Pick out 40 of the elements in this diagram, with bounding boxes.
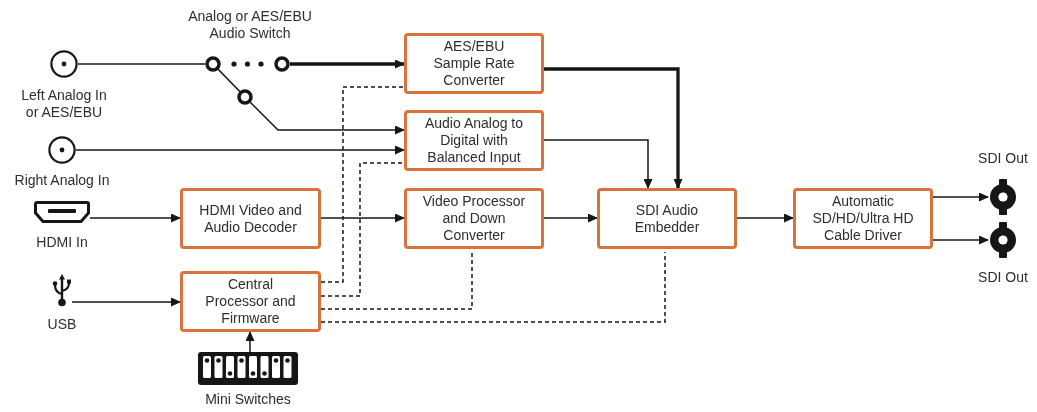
port-label: SDI Out bbox=[978, 269, 1028, 286]
process-label: SDI Audio Embedder bbox=[633, 201, 701, 236]
process-box bbox=[180, 188, 321, 249]
port-label: HDMI In bbox=[36, 234, 88, 251]
arrow bbox=[544, 67, 683, 189]
port-label: USB bbox=[47, 316, 77, 333]
process-box bbox=[597, 188, 737, 249]
process-box bbox=[404, 33, 544, 94]
process-label: AES/EBU Sample Rate Converter bbox=[432, 38, 516, 89]
port-label: Right Analog In bbox=[14, 172, 110, 189]
arrow bbox=[543, 139, 653, 189]
connector-line bbox=[77, 63, 206, 65]
arrow bbox=[736, 213, 794, 223]
port-label: Left Analog In or AES/EBU bbox=[20, 87, 108, 121]
arrow bbox=[245, 331, 255, 353]
switch-label: Analog or AES/EBU Audio Switch bbox=[187, 8, 313, 42]
process-label: Audio Analog to Digital with Balanced Input bbox=[423, 115, 525, 166]
process-label: HDMI Video and Audio Decoder bbox=[198, 201, 303, 236]
arrow bbox=[249, 101, 405, 135]
dashed-connector-line bbox=[320, 86, 405, 283]
arrow bbox=[75, 145, 405, 155]
arrow bbox=[543, 213, 598, 223]
arrow bbox=[89, 213, 181, 223]
process-label: Video Processor and Down Converter bbox=[421, 193, 527, 244]
dashed-connector-line bbox=[320, 251, 473, 310]
arrow bbox=[290, 59, 405, 69]
arrow bbox=[932, 235, 989, 245]
dashed-connector-line bbox=[320, 251, 666, 323]
arrow bbox=[320, 213, 405, 223]
port-label: SDI Out bbox=[978, 150, 1028, 167]
process-label: Automatic SD/HD/Ultra HD Cable Driver bbox=[811, 193, 915, 244]
port-label: Mini Switches bbox=[205, 391, 291, 408]
arrow bbox=[71, 297, 181, 307]
process-box bbox=[180, 271, 321, 332]
process-box bbox=[404, 110, 544, 171]
process-box bbox=[793, 188, 933, 249]
dashed-connector-line bbox=[320, 162, 405, 297]
arrow bbox=[932, 192, 989, 202]
process-box bbox=[404, 188, 544, 249]
process-label: Central Processor and Firmware bbox=[204, 276, 297, 327]
